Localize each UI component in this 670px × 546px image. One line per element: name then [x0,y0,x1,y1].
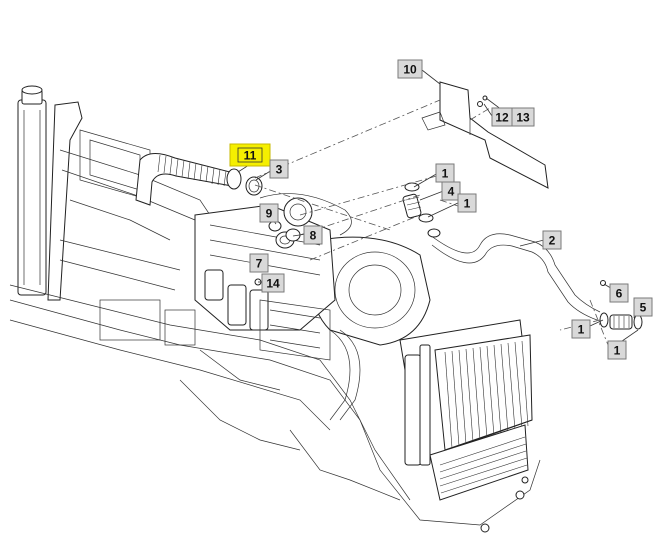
tractor-chassis-drawing [9,85,541,533]
callout-5[interactable]: 5 [633,297,653,317]
callout-1-top-label: 1 [442,167,449,181]
callout-2-label: 2 [549,234,556,248]
callout-11-label: 11 [244,149,257,163]
callout-8-label: 8 [310,229,317,243]
intercooler-pipe-drawing [402,182,643,330]
callout-1-top[interactable]: 1 [435,163,455,183]
callout-1-right-label: 1 [578,323,585,337]
callout-1-right[interactable]: 1 [571,319,591,339]
callout-4[interactable]: 4 [441,181,461,201]
callout-14[interactable]: 14 [261,273,285,293]
air-intake-hose-drawing [135,153,263,206]
callout-6[interactable]: 6 [609,283,629,303]
callout-10[interactable]: 10 [397,59,423,79]
callout-14-label: 14 [266,277,280,291]
callout-12-label: 12 [495,111,509,125]
callout-13[interactable]: 13 [511,107,535,127]
callout-8[interactable]: 8 [303,225,323,245]
callout-1-mid[interactable]: 1 [457,193,477,213]
callout-4-label: 4 [448,185,455,199]
callout-7[interactable]: 7 [249,253,269,273]
callout-2[interactable]: 2 [542,230,562,250]
bracket-drawing [421,81,549,189]
callout-11-highlighted[interactable]: 11 [229,143,271,167]
callout-3-label: 3 [276,163,283,177]
callout-9-label: 9 [266,207,273,221]
callout-1-bottom[interactable]: 1 [607,340,627,360]
callout-5-label: 5 [640,301,647,315]
callout-12[interactable]: 12 [491,107,513,127]
callout-7-label: 7 [256,257,263,271]
callout-10-label: 10 [403,63,417,77]
callout-9[interactable]: 9 [259,203,279,223]
callout-1-bottom-label: 1 [614,344,621,358]
radiator-drawing [399,319,533,501]
callout-3[interactable]: 3 [269,159,289,179]
callout-13-label: 13 [516,111,530,125]
callout-6-label: 6 [616,287,623,301]
callout-1-mid-label: 1 [464,197,471,211]
